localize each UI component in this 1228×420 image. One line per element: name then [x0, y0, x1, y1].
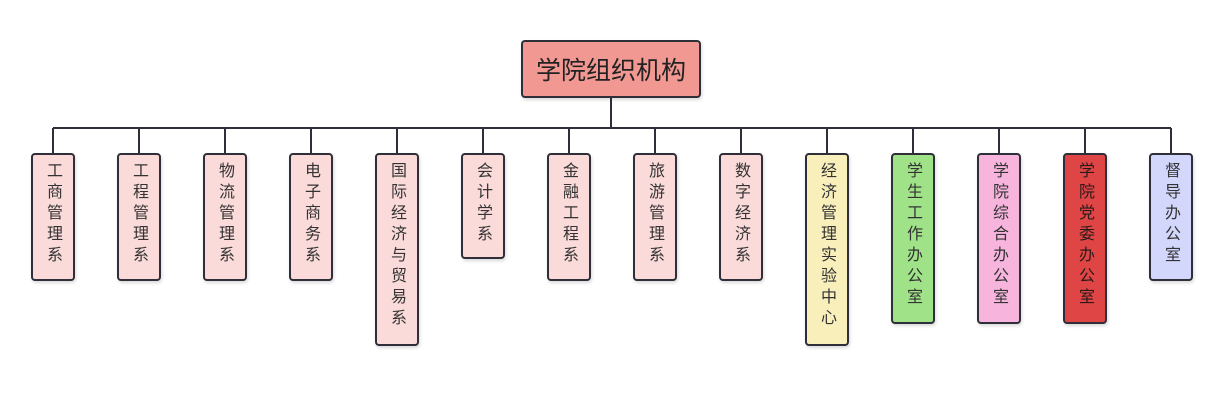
department-label: 学院党委办公室 — [1076, 162, 1095, 309]
department-node[interactable]: 学生工作办公室 — [891, 153, 935, 324]
department-node[interactable]: 物流管理系 — [203, 153, 247, 281]
department-label: 学生工作办公室 — [904, 162, 923, 309]
department-label: 会计学系 — [474, 162, 493, 246]
department-node[interactable]: 国际经济与贸易系 — [375, 153, 419, 346]
department-node[interactable]: 工程管理系 — [117, 153, 161, 281]
department-label: 数字经济系 — [732, 162, 751, 267]
department-label: 学院综合办公室 — [990, 162, 1009, 309]
department-node[interactable]: 旅游管理系 — [633, 153, 677, 281]
department-node[interactable]: 学院综合办公室 — [977, 153, 1021, 324]
department-node[interactable]: 督导办公室 — [1149, 153, 1193, 281]
root-node[interactable]: 学院组织机构 — [521, 40, 701, 98]
department-label: 工商管理系 — [44, 162, 63, 267]
department-node[interactable]: 经济管理实验中心 — [805, 153, 849, 346]
department-node[interactable]: 会计学系 — [461, 153, 505, 259]
department-label: 经济管理实验中心 — [818, 162, 837, 330]
department-label: 物流管理系 — [216, 162, 235, 267]
department-label: 旅游管理系 — [646, 162, 665, 267]
department-node[interactable]: 电子商务系 — [289, 153, 333, 281]
department-node[interactable]: 金融工程系 — [547, 153, 591, 281]
department-label: 工程管理系 — [130, 162, 149, 267]
root-label: 学院组织机构 — [535, 56, 686, 85]
department-node[interactable]: 数字经济系 — [719, 153, 763, 281]
department-node[interactable]: 工商管理系 — [31, 153, 75, 281]
department-label: 金融工程系 — [560, 162, 579, 267]
department-node[interactable]: 学院党委办公室 — [1063, 153, 1107, 324]
department-label: 督导办公室 — [1162, 162, 1181, 267]
department-label: 电子商务系 — [302, 162, 321, 267]
department-label: 国际经济与贸易系 — [388, 162, 407, 330]
